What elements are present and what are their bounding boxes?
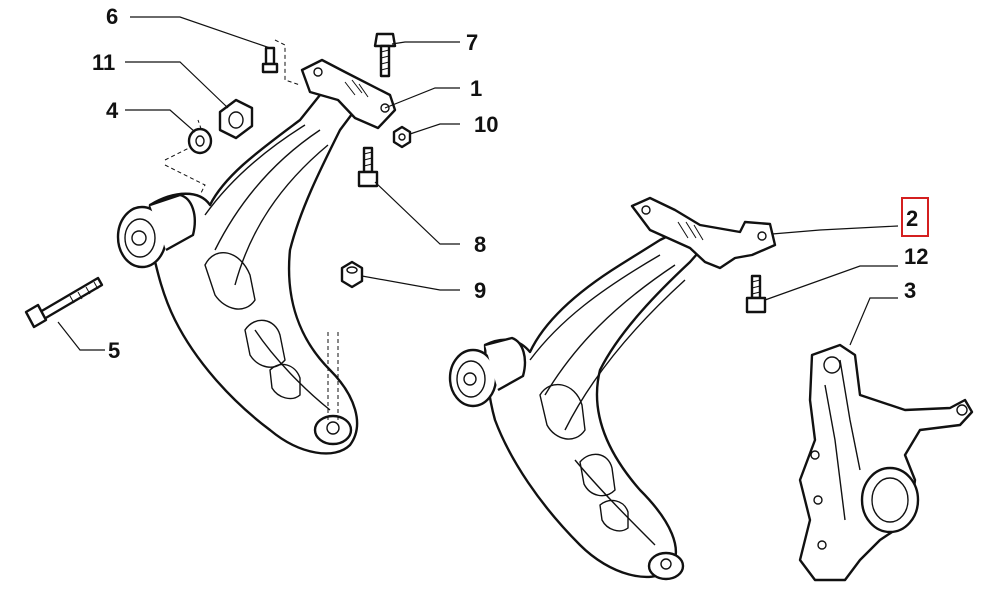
callout-2-highlight <box>901 197 929 237</box>
callout-4: 4 <box>106 98 119 123</box>
steering-knuckle <box>798 343 974 582</box>
right-control-arm <box>448 196 777 581</box>
callout-labels: 6 11 4 5 7 1 10 8 9 2 12 3 <box>92 4 929 363</box>
callout-3: 3 <box>904 278 916 303</box>
callout-9: 9 <box>474 278 486 303</box>
callout-7: 7 <box>466 30 478 55</box>
callout-1: 1 <box>470 76 482 101</box>
callout-12: 12 <box>904 244 928 269</box>
callout-6: 6 <box>106 4 118 29</box>
leader-lines <box>57 16 899 351</box>
callout-8: 8 <box>474 232 486 257</box>
callout-11: 11 <box>92 50 115 75</box>
left-control-arm <box>116 39 397 455</box>
callout-5: 5 <box>108 338 120 363</box>
right-fasteners <box>745 274 767 314</box>
callout-10: 10 <box>474 112 498 137</box>
callout-2: 2 <box>906 206 918 231</box>
left-fasteners <box>24 32 412 329</box>
